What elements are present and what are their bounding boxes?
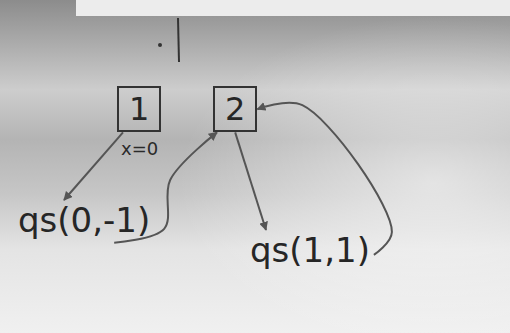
call-text: qs(0,-1) — [14, 198, 154, 243]
top-bar — [76, 0, 510, 16]
call-text: qs(1,1) — [246, 228, 374, 273]
note-label: x=0 — [121, 138, 158, 159]
marker-stroke — [178, 18, 179, 62]
process-box: 2 — [213, 86, 257, 132]
flow-arrow — [235, 132, 266, 230]
node-text: 2 — [225, 90, 245, 128]
marker-dot — [158, 43, 162, 47]
node-text: qs(0,-1) — [18, 200, 150, 241]
node-text: 1 — [129, 90, 149, 128]
node-text: qs(1,1) — [250, 230, 370, 271]
flow-arrow — [64, 132, 123, 200]
process-box: 1 — [117, 86, 161, 132]
